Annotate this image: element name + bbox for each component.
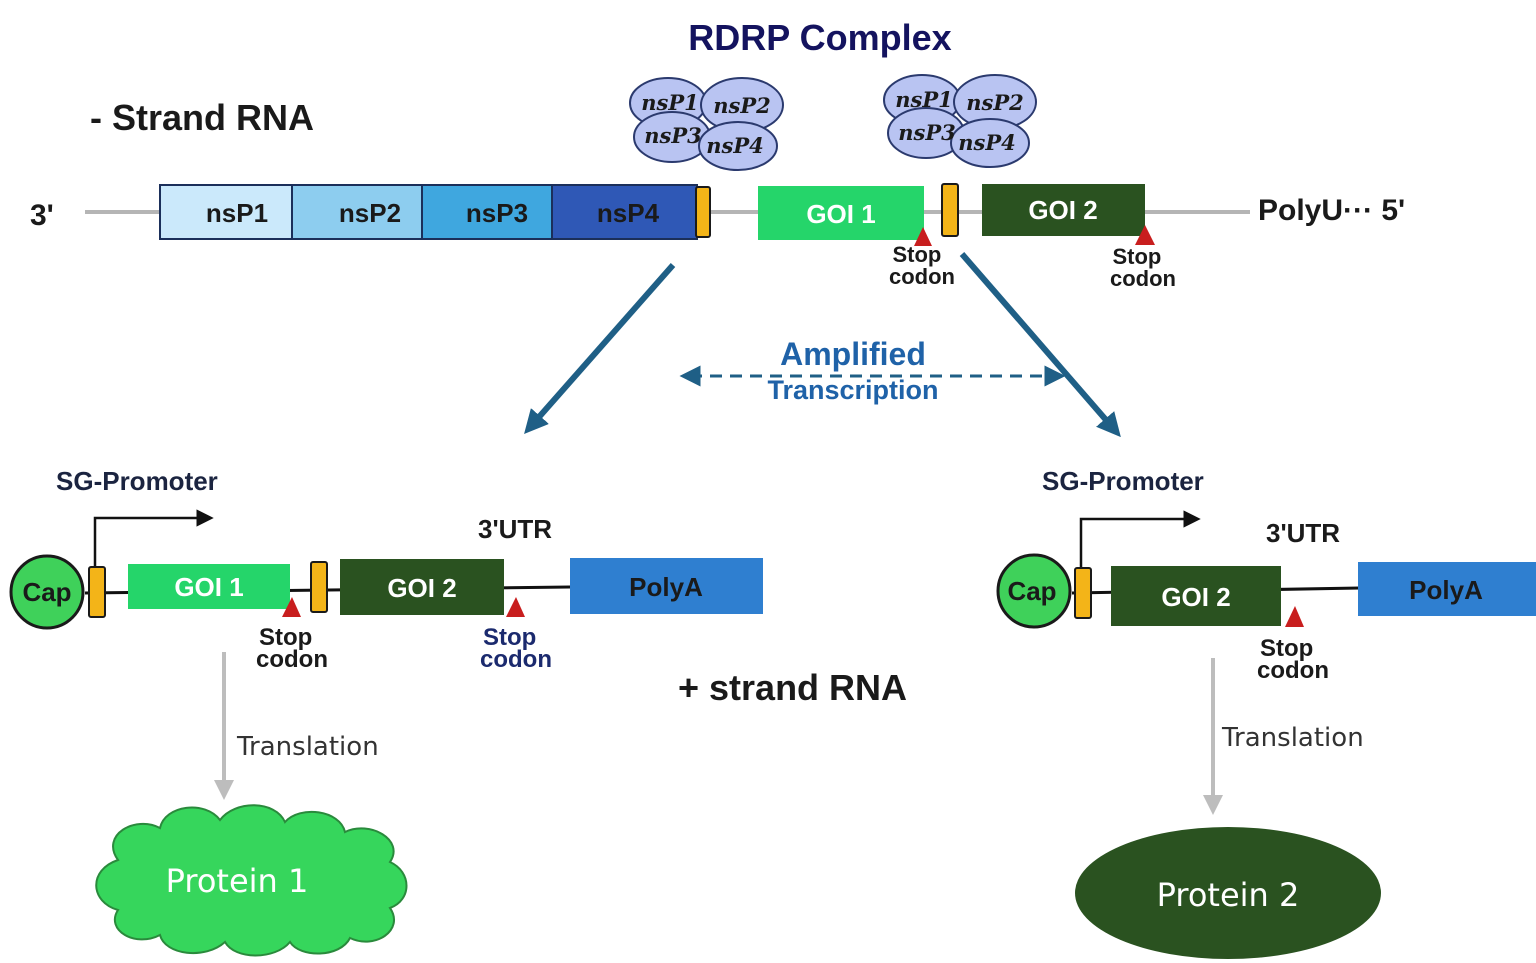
cap-circle bbox=[996, 553, 1072, 629]
stop-codon-label: Stop codon bbox=[480, 624, 552, 673]
promoter-marker bbox=[1074, 567, 1092, 619]
left-goi1-box bbox=[128, 564, 290, 609]
left-polya-label: PolyA bbox=[629, 572, 703, 602]
translation-label: Translation bbox=[236, 732, 379, 762]
nsp3-label: nsP3 bbox=[466, 198, 528, 228]
minus-goi1-box bbox=[758, 186, 924, 240]
minus-strand-5prime: PolyU··· 5' bbox=[1258, 194, 1405, 227]
cap-label: Cap bbox=[22, 577, 71, 607]
complex-nsp3-label: nsP3 bbox=[898, 120, 956, 145]
left-construct: SG-Promoter Cap GOI 1 GOI 2 3'UTR PolyA … bbox=[9, 466, 763, 957]
nsp2-label: nsP2 bbox=[339, 198, 401, 228]
rdrp-complex-left: nsP1 nsP2 nsP3 nsP4 bbox=[629, 77, 784, 171]
right-construct: SG-Promoter Cap GOI 2 3'UTR PolyA Stop c… bbox=[996, 466, 1536, 959]
diagram-title: RDRP Complex bbox=[688, 17, 951, 58]
nsp1-label: nsP1 bbox=[206, 198, 268, 228]
right-goi2-box bbox=[1111, 566, 1281, 626]
right-polya-box bbox=[1358, 562, 1536, 616]
complex-nsp1-label: nsP1 bbox=[641, 90, 699, 115]
left-goi1-label: GOI 1 bbox=[174, 572, 243, 602]
nsp2-segment bbox=[291, 184, 423, 240]
promoter-marker bbox=[88, 566, 106, 618]
promoter-arrow bbox=[1079, 510, 1201, 568]
stop-codon-label: Stop codon bbox=[1257, 635, 1329, 684]
stop-codon-label: Stop codon bbox=[1110, 244, 1176, 291]
minus-goi1-label: GOI 1 bbox=[806, 199, 875, 229]
right-polya-label: PolyA bbox=[1409, 575, 1483, 605]
promoter-marker bbox=[310, 561, 328, 613]
left-polya-box bbox=[570, 558, 763, 614]
minus-strand-track: nsP1 nsP2 nsP3 nsP4 GOI 1 GOI 2 bbox=[85, 183, 1250, 246]
sg-promoter-label: SG-Promoter bbox=[56, 466, 218, 496]
complex-nsp4-label: nsP4 bbox=[706, 133, 764, 158]
sg-promoter-label: SG-Promoter bbox=[1042, 466, 1204, 496]
complex-nsp1-label: nsP1 bbox=[895, 87, 953, 112]
right-goi2-label: GOI 2 bbox=[1161, 582, 1230, 612]
complex-nsp4-label: nsP4 bbox=[958, 130, 1016, 155]
transcription-label: Transcription bbox=[767, 375, 938, 405]
promoter-marker bbox=[695, 186, 711, 238]
nsp3-segment bbox=[421, 184, 553, 240]
stop-codon-marker bbox=[1285, 606, 1304, 627]
complex-nsp3-label: nsP3 bbox=[644, 123, 702, 148]
plus-strand-label: + strand RNA bbox=[678, 667, 907, 708]
stop-codon-label: Stop codon bbox=[256, 624, 328, 673]
protein1-label: Protein 1 bbox=[166, 862, 309, 900]
stop-codon-marker bbox=[506, 597, 525, 617]
transcription-arrow-left bbox=[524, 263, 676, 435]
cap-label: Cap bbox=[1007, 576, 1056, 606]
protein2-ellipse bbox=[1075, 827, 1381, 959]
protein2-label: Protein 2 bbox=[1157, 876, 1300, 914]
minus-goi2-label: GOI 2 bbox=[1028, 195, 1097, 225]
translation-label: Translation bbox=[1221, 723, 1364, 753]
rdrp-complex-right: nsP1 nsP2 nsP3 nsP4 bbox=[883, 74, 1037, 168]
stop-codon-marker bbox=[1135, 225, 1155, 245]
transcription-arrow-right bbox=[959, 252, 1121, 438]
promoter-marker bbox=[941, 183, 959, 237]
amplified-label: Amplified bbox=[780, 336, 926, 372]
minus-strand-label: - Strand RNA bbox=[90, 97, 314, 138]
stop-codon-marker bbox=[282, 597, 301, 617]
left-goi2-box bbox=[340, 559, 504, 615]
complex-nsp2-label: nsP2 bbox=[966, 90, 1024, 115]
protein1-cloud bbox=[95, 804, 408, 957]
left-3utr-label: 3'UTR bbox=[478, 514, 552, 544]
promoter-arrow bbox=[93, 509, 214, 568]
stop-codon-label: Stop codon bbox=[889, 242, 955, 289]
right-3utr-label: 3'UTR bbox=[1266, 518, 1340, 548]
minus-goi2-box bbox=[982, 184, 1145, 236]
minus-strand-3prime: 3' bbox=[30, 199, 54, 232]
complex-nsp2-label: nsP2 bbox=[713, 93, 771, 118]
left-goi2-label: GOI 2 bbox=[387, 573, 456, 603]
cap-circle bbox=[9, 554, 85, 630]
nsp4-label: nsP4 bbox=[597, 198, 660, 228]
stop-codon-marker bbox=[914, 227, 932, 246]
